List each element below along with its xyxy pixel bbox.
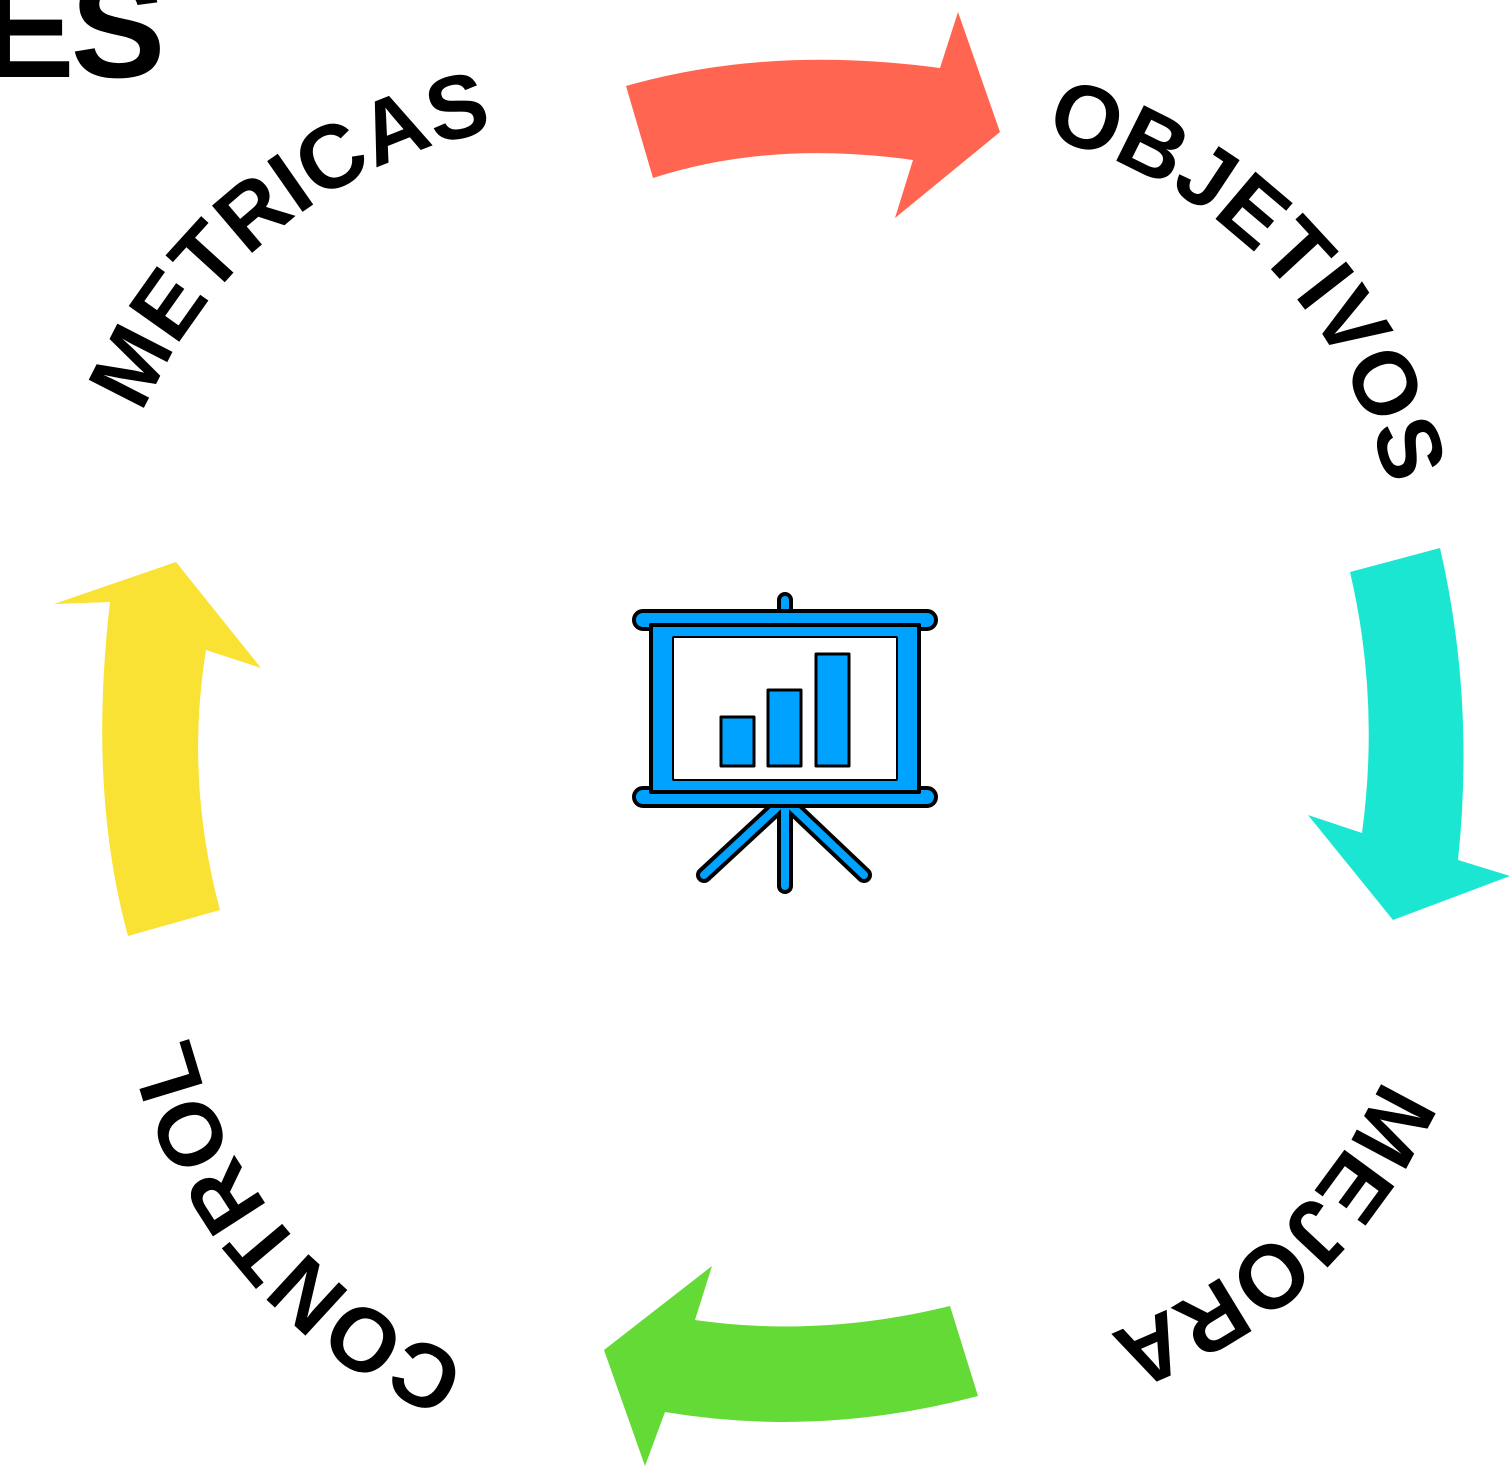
arrow-mejora-to-control	[604, 1266, 978, 1466]
page-title-fragment: ES	[0, 0, 165, 108]
stage-label-mejora: MEJORA	[1101, 1070, 1454, 1409]
stage-label-control: CONTROL	[112, 1031, 477, 1435]
stage-label-objetivos: OBJETIVOS	[1038, 60, 1465, 492]
presentation-board-icon-bar-2	[766, 688, 803, 768]
arrow-objetivos-to-mejora	[1308, 548, 1510, 920]
presentation-board-icon-bar-1	[719, 715, 756, 768]
stage-label-metricas: METRICAS	[70, 53, 498, 423]
presentation-board-icon-bar-3	[814, 652, 851, 768]
arrow-metricas-to-objetivos	[626, 12, 1000, 218]
arrow-control-to-metricas	[54, 562, 261, 936]
presentation-board-icon	[632, 592, 938, 894]
presentation-board-icon-legs	[696, 792, 872, 894]
